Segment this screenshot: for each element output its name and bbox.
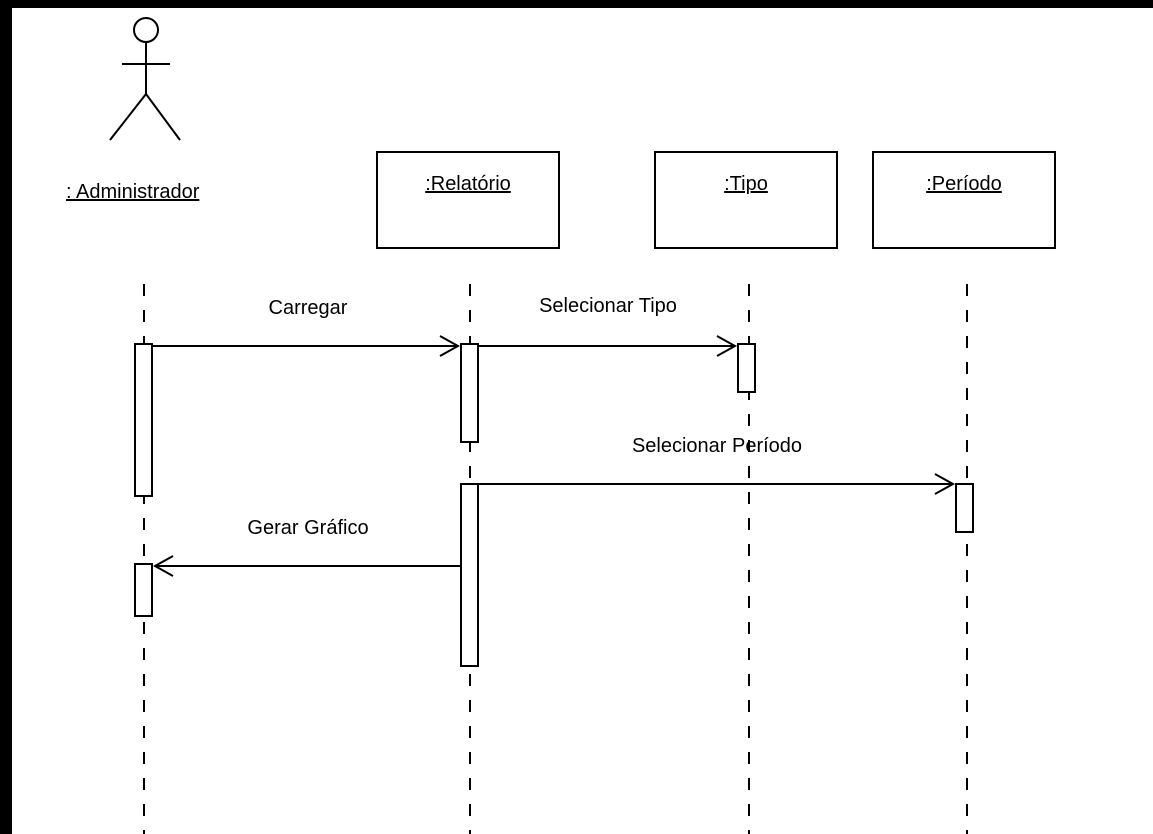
activation-administrador-2 — [134, 563, 153, 617]
message-carregar-arrow — [152, 335, 461, 357]
activation-relatorio-2 — [460, 483, 479, 667]
object-label-relatorio: :Relatório — [425, 173, 511, 195]
actor-figure-icon — [109, 17, 181, 141]
activation-tipo — [737, 343, 756, 393]
object-box-tipo — [654, 151, 838, 249]
message-label-gerar-grafico: Gerar Gráfico — [247, 517, 368, 539]
activation-administrador-1 — [134, 343, 153, 497]
message-label-selecionar-periodo: Selecionar Período — [632, 435, 802, 457]
object-box-periodo — [872, 151, 1056, 249]
activation-periodo — [955, 483, 974, 533]
activation-relatorio-1 — [460, 343, 479, 443]
object-label-periodo: :Período — [926, 173, 1002, 195]
diagram-canvas: : Administrador :Relatório :Tipo :Períod… — [12, 8, 1153, 834]
message-selecionar-tipo-arrow — [478, 335, 738, 357]
actor-label: : Administrador — [66, 181, 200, 203]
message-selecionar-periodo-arrow — [478, 473, 956, 495]
message-label-selecionar-tipo: Selecionar Tipo — [539, 295, 677, 317]
object-box-relatorio — [376, 151, 560, 249]
object-label-tipo: :Tipo — [724, 173, 768, 195]
sequence-diagram: : Administrador :Relatório :Tipo :Períod… — [66, 17, 1056, 834]
message-label-carregar: Carregar — [269, 297, 348, 319]
message-gerar-grafico-arrow — [152, 555, 461, 577]
